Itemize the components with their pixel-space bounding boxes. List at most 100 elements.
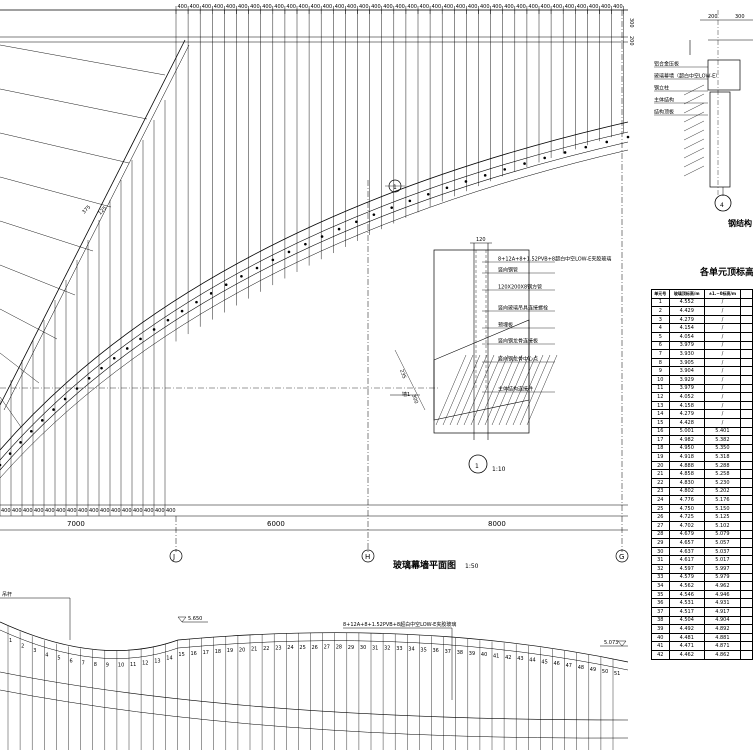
dim-400: 400 — [577, 4, 587, 10]
table-cell — [739, 374, 753, 385]
anchor-dot — [271, 258, 275, 262]
table-cell: 5.017 — [703, 555, 741, 565]
detail-4-note: 主体结构 — [654, 97, 674, 104]
detail-4-dim: 200 — [708, 14, 718, 20]
detail-4-note: 钢立柱 — [654, 85, 669, 92]
dim-400: 400 — [589, 4, 599, 10]
anchor-dot — [195, 300, 198, 304]
anchor-dot — [464, 180, 468, 183]
table-cell: 4.750 — [668, 503, 705, 514]
dim-400: 400 — [56, 508, 66, 514]
panel-number: 26 — [312, 645, 318, 651]
section-marker: 1 — [393, 184, 397, 191]
table-cell: 5.037 — [703, 546, 741, 557]
anchor-dot — [304, 242, 307, 246]
panel-number: 37 — [445, 649, 451, 655]
table-cell — [739, 624, 753, 634]
table-cell: 4.154 — [668, 323, 705, 333]
panel-number: 31 — [372, 645, 378, 651]
hatch-line — [683, 165, 705, 177]
table-cell — [739, 555, 753, 565]
anchor-dot — [503, 168, 507, 171]
stair-line — [0, 176, 112, 208]
panel-number: 3 — [33, 648, 36, 654]
hatch-line — [526, 354, 558, 426]
dim-400: 400 — [67, 508, 77, 514]
anchor-dot — [445, 186, 449, 190]
anchor-dot — [426, 192, 430, 196]
detail-1-note: 竖向玻璃吊具连接螺栓 — [498, 305, 548, 312]
dim-400: 400 — [383, 4, 393, 10]
detail-dim-120: 120 — [476, 237, 486, 243]
panel-number: 22 — [263, 646, 269, 652]
table-cell: 21 — [651, 469, 670, 480]
detail-1-note: 主体结构连接件 — [498, 386, 533, 393]
anchor-dot — [63, 397, 67, 401]
hatch-line — [683, 93, 705, 105]
dim-400: 400 — [178, 4, 188, 10]
anchor-dot — [29, 429, 33, 433]
table-cell: 30 — [651, 546, 670, 557]
anchor-dot — [390, 206, 394, 209]
table-cell: 4.946 — [703, 589, 741, 600]
table-header-row: 单元号 玻璃顶标高/m ±1.~0标高/m — [651, 289, 753, 299]
table-cell — [739, 641, 753, 651]
panel-number: 10 — [118, 663, 124, 669]
table-cell — [739, 426, 753, 437]
dim-400: 400 — [395, 4, 405, 10]
table-cell: 5.288 — [703, 460, 741, 471]
anchor-dot — [372, 213, 376, 216]
anchor-dot — [563, 151, 567, 154]
table-cell: 4.888 — [668, 460, 705, 471]
panel-number: 7 — [82, 660, 85, 666]
table-cell — [739, 409, 753, 419]
table-cell — [739, 495, 753, 505]
table-cell — [739, 314, 753, 325]
anchor-dot — [523, 162, 526, 165]
table-cell: 38 — [651, 615, 670, 626]
table-cell: 4.881 — [703, 632, 741, 643]
detail-1 — [390, 242, 558, 474]
panel-number: 25 — [299, 645, 305, 651]
axis-J: J — [172, 553, 175, 561]
detail-dim-300: 300 — [410, 394, 419, 405]
dim-400: 400 — [250, 4, 260, 10]
detail-4-note: 结构顶板 — [654, 109, 674, 116]
table-cell: 4.830 — [668, 478, 705, 488]
table-cell: 4.950 — [668, 443, 705, 454]
dim-6000: 6000 — [267, 520, 285, 528]
table-cell: 12 — [651, 392, 670, 402]
anchor-dot — [320, 235, 324, 238]
table-cell: 7 — [651, 349, 670, 359]
table-cell — [739, 452, 753, 462]
table-cell: / — [703, 297, 741, 308]
hatch-line — [505, 354, 537, 426]
table-cell: 4.917 — [703, 606, 741, 617]
table-cell: 4.931 — [703, 598, 741, 608]
hatch-line — [683, 156, 705, 168]
dim-400: 400 — [111, 508, 121, 514]
table-cell: 3.929 — [668, 374, 705, 385]
bottom-dim-labels: 4004004004004004004004004004004004004004… — [1, 508, 176, 514]
panel-number: 50 — [602, 669, 608, 675]
table-cell: 4.481 — [668, 632, 705, 643]
table-cell — [739, 478, 753, 488]
table-cell: 5.997 — [703, 564, 741, 574]
table-cell: 4.429 — [668, 306, 705, 316]
table-cell — [739, 546, 753, 557]
table-cell — [739, 331, 753, 342]
hatch-line — [442, 354, 474, 426]
table-cell — [739, 572, 753, 583]
anchor-dot — [166, 318, 170, 322]
